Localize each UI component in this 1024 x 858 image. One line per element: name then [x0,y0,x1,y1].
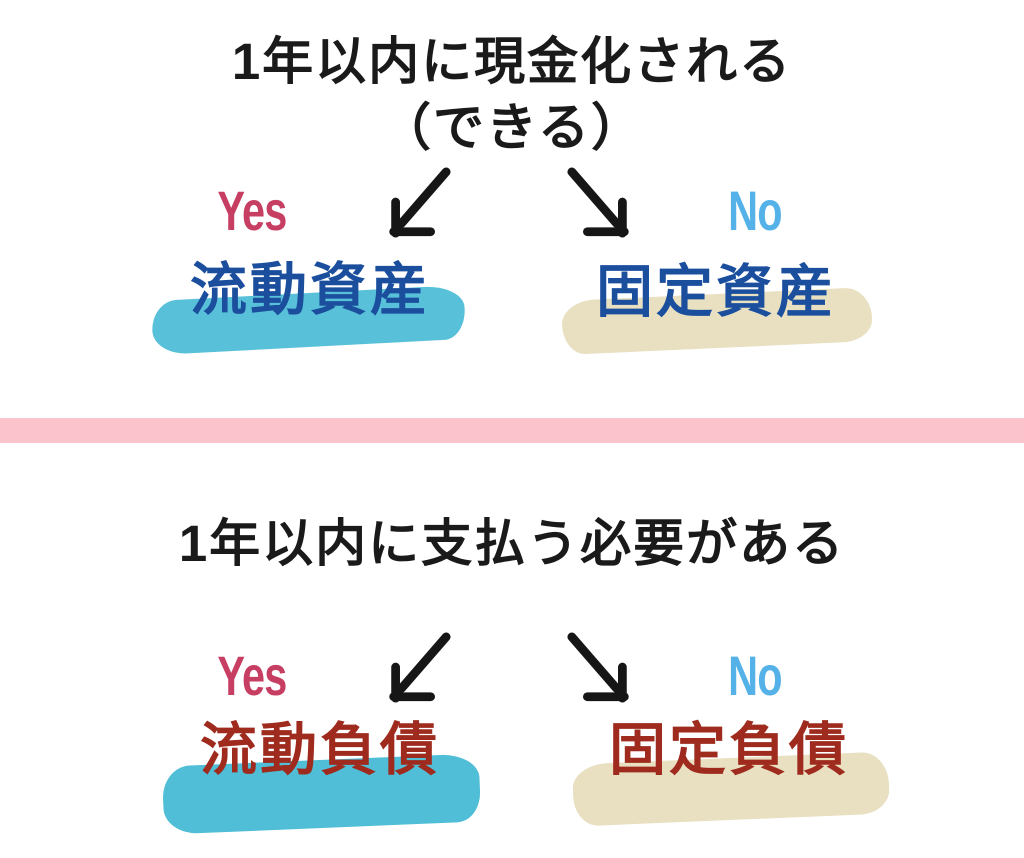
current-liabilities-label: 流動負債 [200,718,440,782]
liabilities-yes-label: Yes [217,644,287,707]
assets-yes-label: Yes [217,179,287,242]
assets-arrow-down-left-icon [389,167,451,238]
fixed-liabilities-label: 固定負債 [609,718,849,782]
assets-no-label: No [728,179,783,242]
liabilities-arrow-down-left-icon [389,632,451,703]
liabilities-question: 1年以内に支払う必要がある [178,515,846,572]
section-divider [0,418,1024,443]
current-assets-label: 流動資産 [190,258,430,322]
assets-question-line2: （できる） [380,99,644,156]
fixed-assets-result: 固定資産 [558,264,874,356]
liabilities-no-label: No [728,644,783,707]
fixed-liabilities-result: 固定負債 [568,718,891,830]
liabilities-arrow-down-right-icon [567,632,629,703]
current-liabilities-result: 流動負債 [158,718,482,835]
fixed-assets-label: 固定資産 [596,260,836,324]
current-assets-result: 流動資産 [150,258,470,356]
assets-question-line1: 1年以内に現金化される [231,33,793,90]
assets-arrow-down-right-icon [567,167,629,238]
